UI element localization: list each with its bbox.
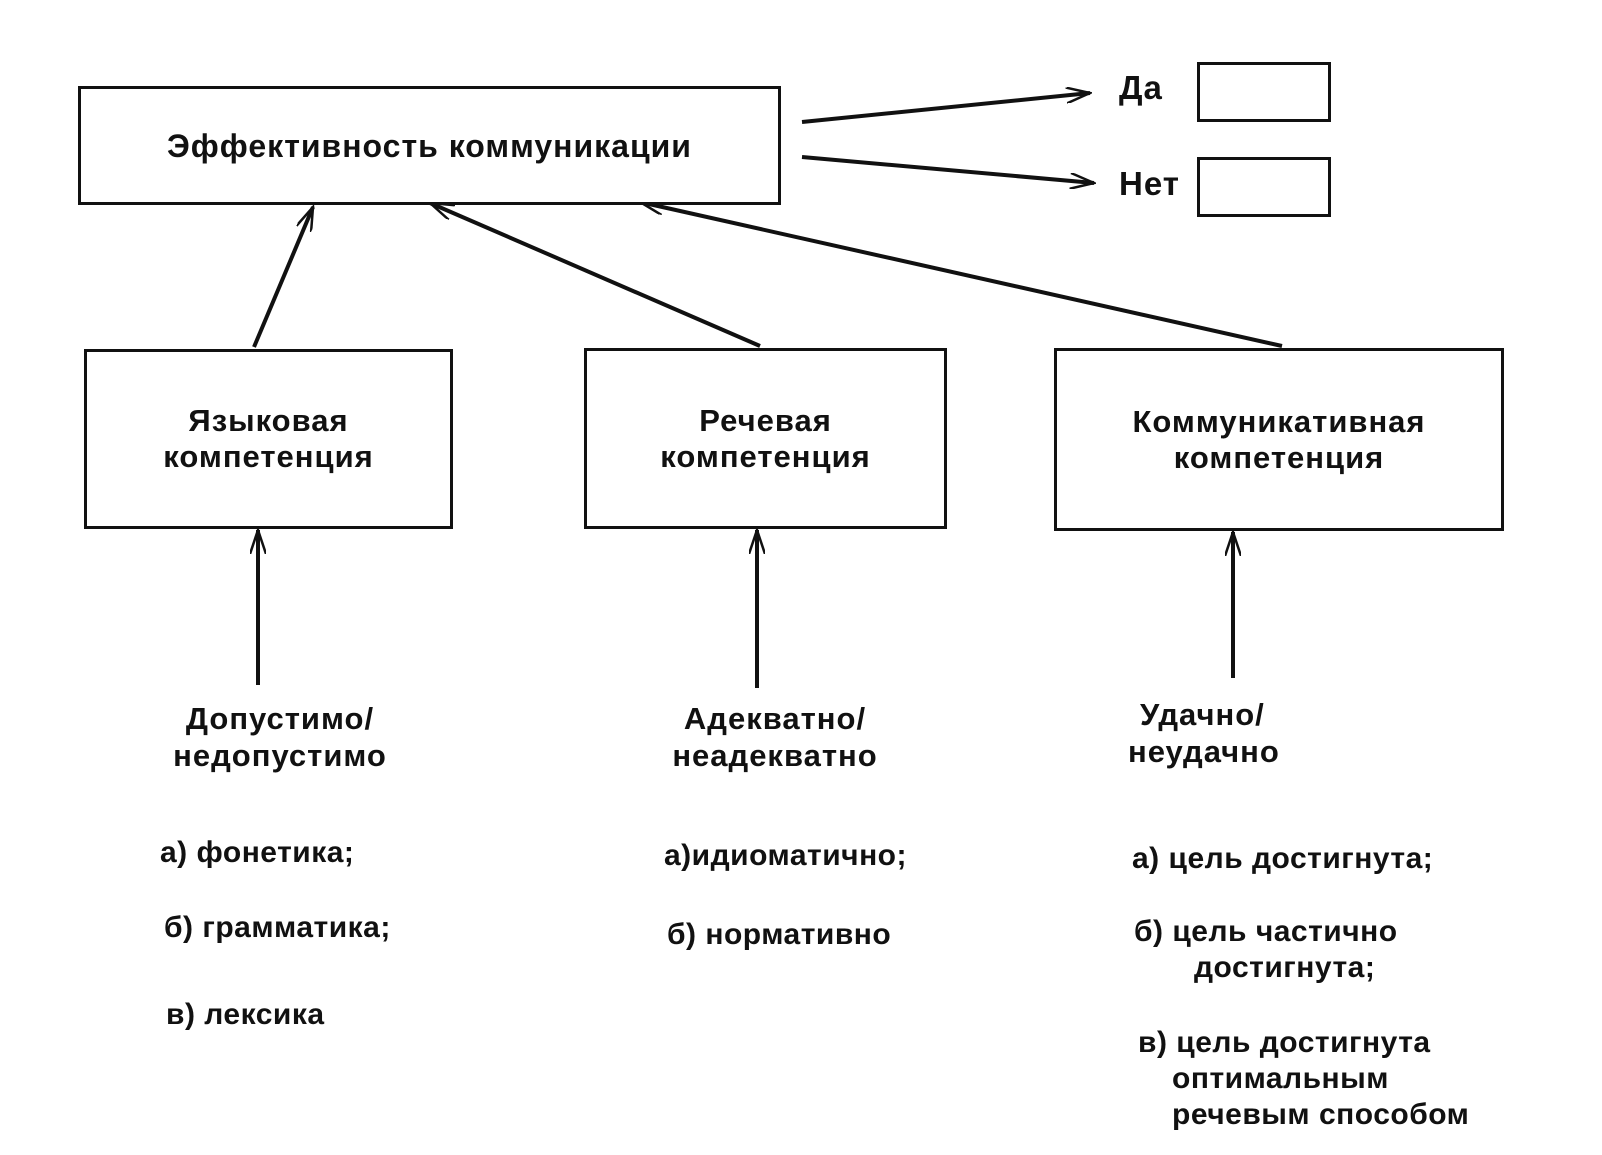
speech-competence-line1: Речевая bbox=[699, 402, 832, 438]
communicative-item-b-line1: б) цель частично bbox=[1134, 915, 1398, 948]
communicative-competence-box: Коммуникативная компетенция bbox=[1054, 348, 1504, 531]
arrow-communicative-to-main bbox=[640, 202, 1283, 348]
speech-item-idiomatic: а)идиоматично; bbox=[664, 839, 908, 872]
language-criterion: Допустимо/ недопустимо bbox=[160, 700, 400, 774]
communicative-item-c: в) цель достигнута оптимальным речевым с… bbox=[1138, 1025, 1469, 1133]
communicative-item-c-line1: в) цель достигнута bbox=[1138, 1026, 1431, 1059]
language-competence-line2: компетенция bbox=[163, 439, 374, 474]
communicative-item-a: а) цель достигнута; bbox=[1132, 842, 1434, 875]
communicative-criterion-line1: Удачно/ bbox=[1140, 697, 1265, 732]
language-competence-line1: Языковая bbox=[188, 403, 349, 438]
speech-item-normative: б) нормативно bbox=[667, 918, 892, 951]
yes-checkbox bbox=[1197, 62, 1331, 122]
communicative-item-b-line2: достигнута; bbox=[1194, 951, 1376, 984]
arrow-to-no bbox=[801, 155, 1094, 183]
communicative-competence-line2: компетенция bbox=[1173, 439, 1385, 475]
language-criterion-line1: Допустимо/ bbox=[185, 701, 375, 736]
no-label: Нет bbox=[1119, 165, 1180, 202]
communicative-item-c-line2: оптимальным bbox=[1172, 1062, 1389, 1095]
yes-label: Да bbox=[1119, 69, 1163, 106]
communicative-item-b: б) цель частично достигнута; bbox=[1134, 914, 1398, 986]
arrow-speech-to-main bbox=[430, 201, 761, 348]
language-competence-box: Языковая компетенция bbox=[84, 349, 453, 529]
main-box: Эффективность коммуникации bbox=[78, 86, 781, 205]
communicative-item-c-line3: речевым способом bbox=[1172, 1098, 1470, 1131]
speech-criterion-line1: Адекватно/ bbox=[683, 701, 867, 736]
speech-competence-line2: компетенция bbox=[660, 438, 871, 474]
main-title: Эффективность коммуникации bbox=[167, 127, 692, 164]
speech-competence-box: Речевая компетенция bbox=[584, 348, 947, 529]
language-item-grammar: б) грамматика; bbox=[164, 911, 391, 944]
no-checkbox bbox=[1197, 157, 1331, 217]
speech-criterion: Адекватно/ неадекватно bbox=[660, 700, 890, 774]
language-item-phonetics: а) фонетика; bbox=[160, 836, 355, 869]
communicative-criterion-line2: неудачно bbox=[1128, 734, 1280, 769]
language-item-lexis: в) лексика bbox=[166, 998, 325, 1031]
communicative-criterion: Удачно/ неудачно bbox=[1128, 696, 1328, 770]
language-criterion-line2: недопустимо bbox=[173, 738, 387, 773]
arrow-to-yes bbox=[801, 93, 1090, 124]
arrow-language-to-main bbox=[252, 207, 315, 348]
speech-criterion-line2: неадекватно bbox=[672, 738, 878, 773]
communicative-competence-line1: Коммуникативная bbox=[1132, 403, 1426, 439]
